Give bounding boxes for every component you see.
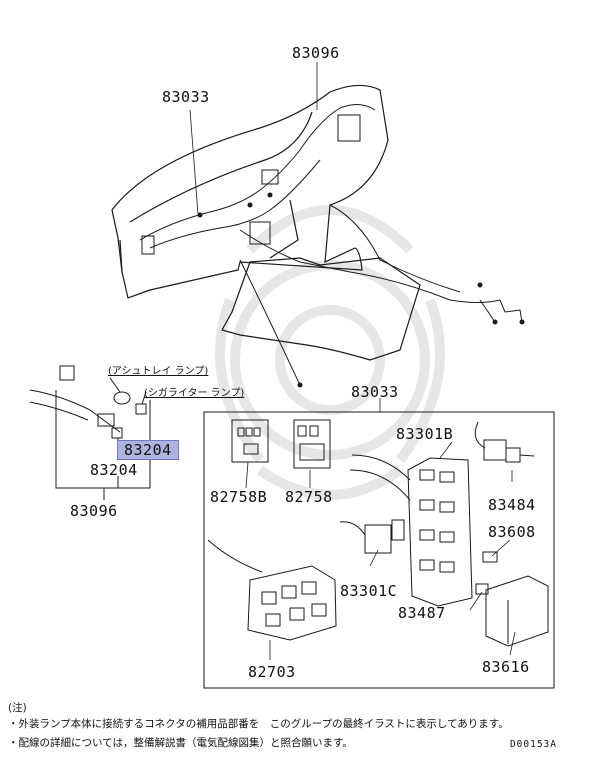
- label-83301b: 83301B: [396, 425, 454, 443]
- note-heading: (注): [8, 702, 27, 714]
- label-83204-highlighted[interactable]: 83204: [117, 440, 179, 460]
- cover-83616: [485, 575, 549, 647]
- component-box: [203, 411, 555, 689]
- relay-82758: [293, 419, 331, 469]
- junction-block: [349, 454, 473, 607]
- label-83484: 83484: [488, 496, 536, 514]
- wiring-harness: [139, 104, 525, 388]
- label-83204: 83204: [90, 461, 138, 479]
- label-83033-top: 83033: [162, 88, 210, 106]
- relay-82758b: [231, 419, 269, 463]
- dashboard-outline: [111, 84, 421, 361]
- label-83616: 83616: [482, 658, 530, 676]
- diagram-code: D00153A: [509, 739, 557, 750]
- relay-block-82703: [207, 539, 337, 641]
- label-ashtray-lamp: (アシュトレイ ランプ): [108, 366, 209, 377]
- label-83487: 83487: [398, 604, 446, 622]
- connector-83484: [474, 421, 535, 463]
- leader-lines: [189, 62, 516, 660]
- label-82703: 82703: [248, 663, 296, 681]
- note-line-2: ・配線の詳細については，整備解説書（電気配線図集）と照合願います。: [8, 737, 353, 749]
- connector-83301c: [339, 519, 405, 554]
- lamp-harness: [29, 365, 151, 500]
- label-83608: 83608: [488, 523, 536, 541]
- label-82758: 82758: [285, 488, 333, 506]
- label-83096-left: 83096: [70, 502, 118, 520]
- label-cigar-lighter-lamp: (シガライター ランプ): [144, 388, 245, 399]
- note-line-1: ・外装ランプ本体に接続するコネクタの補用品部番を このグループの最終イラストに表…: [8, 718, 509, 730]
- label-83301c: 83301C: [340, 582, 398, 600]
- label-82758b: 82758B: [210, 488, 268, 506]
- label-83096-top: 83096: [292, 44, 340, 62]
- label-83033-mid: 83033: [351, 383, 399, 401]
